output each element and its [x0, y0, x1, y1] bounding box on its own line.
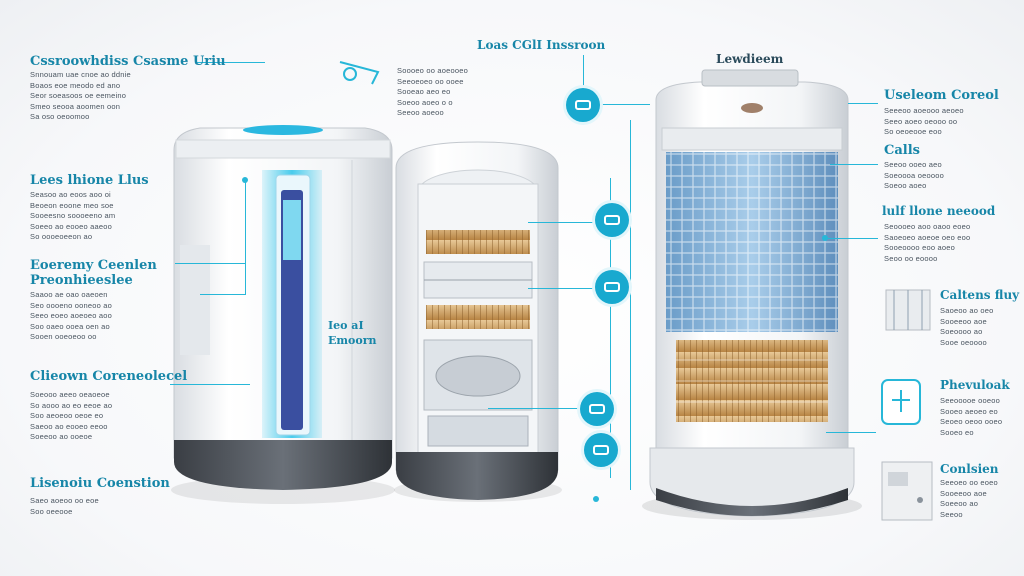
badge-icon	[595, 203, 629, 237]
leader-line	[195, 62, 265, 63]
callout-title: Lewdieem	[716, 52, 784, 66]
callout-body: Seeoeo oo eoeo Sooeeoo aoe Soeeoo ao See…	[940, 478, 998, 519]
callout-body: Soeooo aeeo oeaoeoe So aooo ao eo eeoe a…	[30, 390, 113, 441]
leader-line	[826, 238, 878, 239]
callout-body: Soooeo oo aoeooeo Seeoeoeo oo ooee Sooea…	[397, 66, 468, 117]
leader-line	[826, 432, 876, 433]
callout-title: Ieo aI Emoorn	[328, 319, 377, 347]
callout-title: Calls	[884, 143, 920, 158]
leader-line	[528, 288, 608, 289]
leader-line	[610, 178, 611, 478]
badge-icon	[566, 88, 600, 122]
callout-title: Phevuloak	[940, 378, 1010, 392]
leader-line	[583, 55, 584, 95]
leader-line	[170, 384, 250, 385]
leader-line	[200, 294, 246, 295]
callout-body: Seeoo ooeo aeo Soeoooa oeoooo Soeoo aoeo	[884, 160, 944, 190]
leader-dot	[822, 235, 828, 241]
callout-title: Caltens fluy	[940, 288, 1020, 302]
leader-line	[600, 104, 650, 105]
leader-line	[830, 164, 878, 165]
callout-title: Cssroowhdiss Csasme Uriu	[30, 54, 226, 69]
badge-icon	[580, 392, 614, 426]
leader-line	[630, 120, 631, 490]
leader-line	[528, 222, 608, 223]
leader-line	[175, 263, 245, 264]
callout-title: Eoeremy Ceenlen Preonhieeslee	[30, 258, 157, 288]
filter-rack-icon	[885, 289, 931, 331]
callout-body: Saoeoo ao oeo Sooeeoo aoe Soeoooo ao Soo…	[940, 306, 994, 347]
callout-title: Useleom Coreol	[884, 88, 999, 103]
fan-icon	[339, 61, 380, 85]
callout-title: Loas CGlI Inssroon	[477, 38, 606, 52]
callout-title: lulf llone neeood	[882, 204, 996, 218]
callout-body: Saeo aoeoo oo eoe Soo oeeooe	[30, 496, 99, 516]
leader-line	[488, 408, 588, 409]
callout-title: Clieown Coreneolecel	[30, 369, 188, 384]
leader-dot	[242, 177, 248, 183]
callout-body: Seeooooe ooeoo Sooeo aeoeo eo Seoeo oeoo…	[940, 396, 1003, 437]
badge-icon	[595, 270, 629, 304]
control-box-icon	[881, 461, 933, 521]
badge-icon	[584, 433, 618, 467]
leader-line	[245, 180, 246, 294]
callout-title: Conlsien	[940, 462, 999, 476]
callout-body: Seasoo ao eoos aoo oi Beoeon eoone meo s…	[30, 190, 116, 241]
callout-body: Seeeoo aoeooo aeoeo Seeo aoeo oeooo oo S…	[884, 106, 964, 136]
callout-body: Saaoo ae oao oaeoen Seo oooeno ooneoo ao…	[30, 290, 112, 341]
leader-dot	[593, 496, 599, 502]
callout-title: Lisenoiu Coenstion	[30, 476, 170, 491]
shield-icon	[881, 379, 921, 425]
callout-body: Snnouam uae cnoe ao ddnie Boaos eoe meod…	[30, 70, 131, 121]
callout-body: Seoooeo aoo oaoo eoeo Saoeoeo aoeoe oeo …	[884, 222, 971, 263]
leader-line	[848, 103, 878, 104]
callout-title: Lees lhione Llus	[30, 173, 149, 188]
